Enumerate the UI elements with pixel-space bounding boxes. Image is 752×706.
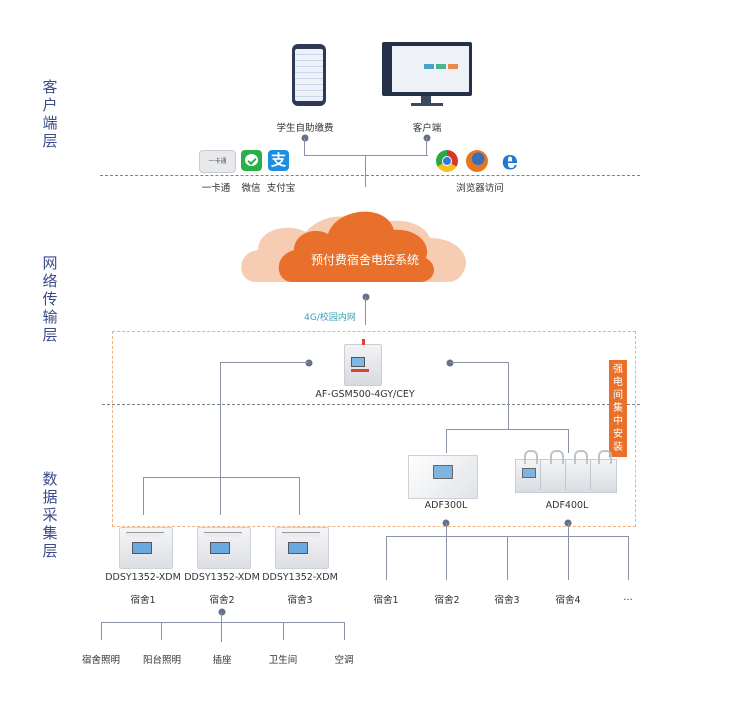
layer-label-network: 网络传输层 <box>42 254 58 344</box>
connector-line <box>508 362 510 430</box>
room-label: 宿舍1 <box>373 595 399 606</box>
adf400l-device <box>515 450 617 493</box>
gateway-model-label: AF-GSM500-4GY/CEY <box>315 389 415 400</box>
meter-model-label-1: DDSY1352-XDM <box>105 572 181 583</box>
layer-label-data: 数据采集层 <box>42 470 58 560</box>
monitor-icon <box>382 42 472 96</box>
payment-label-campus-card: 一卡通 <box>201 183 231 194</box>
circuit-label: 阳台照明 <box>142 655 182 666</box>
connector-line <box>450 362 509 364</box>
ddsy1352-meter-1 <box>119 527 173 569</box>
room-label: … <box>623 592 633 603</box>
student-payment-label: 学生自助缴费 <box>276 123 334 134</box>
room-label: 宿舍4 <box>555 595 581 606</box>
connector-line <box>220 477 222 515</box>
connector-line <box>507 536 509 580</box>
meter-room-label-3: 宿舍3 <box>287 595 313 606</box>
room-label: 宿舍2 <box>434 595 460 606</box>
wechat-icon <box>241 150 262 171</box>
connector-line <box>446 523 448 580</box>
link-label: 4G/校园内网 <box>304 313 356 323</box>
adf400l-label: ADF400L <box>545 500 589 511</box>
install-region <box>112 331 636 527</box>
monitor-stand <box>421 96 431 104</box>
room-label: 宿舍3 <box>494 595 520 606</box>
campus-card-icon: 一卡通 <box>199 150 236 173</box>
connector-line <box>143 477 145 515</box>
layer-label-client: 客户端层 <box>42 78 58 150</box>
browser-access-label: 浏览器访问 <box>456 183 504 194</box>
connector-line <box>143 477 300 479</box>
cloud-icon <box>241 211 467 282</box>
connector-line <box>446 429 448 453</box>
connector-line <box>299 477 301 515</box>
gateway-device <box>344 339 382 386</box>
adf300l-label: ADF300L <box>424 500 468 511</box>
chrome-icon <box>436 150 458 172</box>
connector-dot <box>305 359 313 367</box>
connector-line <box>283 622 285 640</box>
monitor-base <box>411 103 443 106</box>
connector-line <box>365 297 367 325</box>
connector-line <box>221 612 223 642</box>
cloud-label: 预付费宿舍电控系统 <box>310 253 420 267</box>
circuit-label: 空调 <box>334 655 354 666</box>
connector-line <box>161 622 163 640</box>
meter-model-label-2: DDSY1352-XDM <box>184 572 260 583</box>
phone-icon <box>292 44 326 106</box>
firefox-icon <box>466 150 488 172</box>
connector-line <box>426 138 428 156</box>
ie-icon: e <box>501 146 519 176</box>
layer-separator-network <box>102 404 640 405</box>
connector-line <box>101 622 345 624</box>
payment-label-alipay: 支付宝 <box>266 183 296 194</box>
meter-model-label-3: DDSY1352-XDM <box>262 572 338 583</box>
connector-line <box>220 362 309 364</box>
connector-line <box>304 138 306 156</box>
alipay-icon: 支 <box>268 150 289 171</box>
circuit-label: 宿舍照明 <box>81 655 121 666</box>
connector-line <box>101 622 103 640</box>
connector-line <box>568 429 570 453</box>
adf300l-device <box>408 455 478 499</box>
connector-line <box>386 536 388 580</box>
connector-line <box>568 523 570 580</box>
circuit-label: 卫生间 <box>268 655 298 666</box>
connector-line <box>365 155 367 187</box>
layer-separator-client <box>100 175 640 176</box>
meter-room-label-1: 宿舍1 <box>130 595 156 606</box>
circuit-label: 插座 <box>212 655 232 666</box>
connector-line <box>446 429 569 431</box>
client-label: 客户端 <box>412 123 442 134</box>
connector-line <box>344 622 346 640</box>
install-tag: 强电间集中安装 <box>609 360 627 457</box>
ddsy1352-meter-3 <box>275 527 329 569</box>
connector-line <box>628 536 630 580</box>
ddsy1352-meter-2 <box>197 527 251 569</box>
connector-line <box>220 362 222 478</box>
payment-label-wechat: 微信 <box>241 183 261 194</box>
meter-room-label-2: 宿舍2 <box>209 595 235 606</box>
